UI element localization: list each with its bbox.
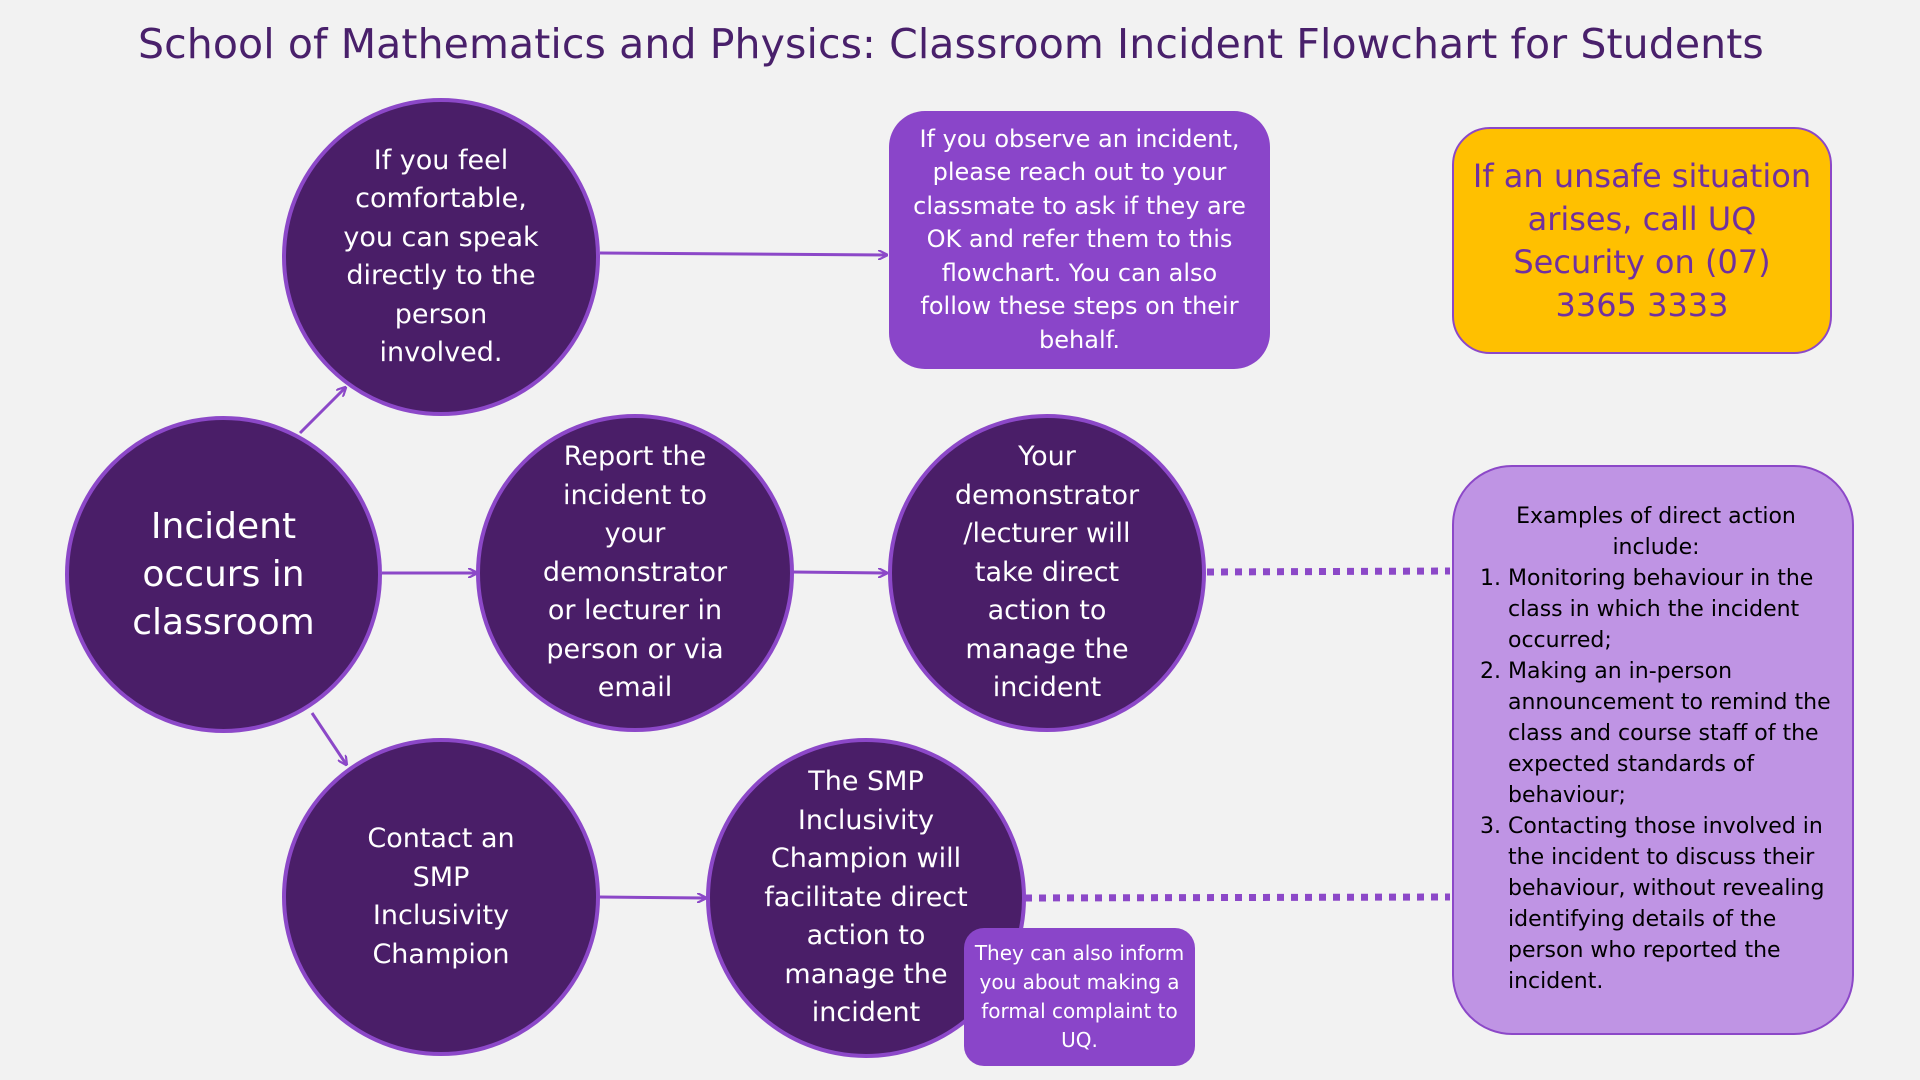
examples-heading: Examples of direct action include: bbox=[1516, 504, 1796, 560]
node-speak-directly-text: If you feel comfortable, you can speak d… bbox=[343, 144, 539, 369]
examples-list: Monitoring behaviour in the class in whi… bbox=[1480, 563, 1832, 997]
page-title: School of Mathematics and Physics: Class… bbox=[138, 20, 1764, 68]
observe-incident-text: If you observe an incident, please reach… bbox=[913, 124, 1246, 354]
dotted-demonstrator-to-examples bbox=[1206, 567, 1451, 576]
arrow-contact-to-champion bbox=[599, 897, 705, 898]
node-demonstrator-action: Your demonstrator /lecturer will take di… bbox=[888, 414, 1206, 732]
arrow-speak-to-observe bbox=[599, 253, 886, 255]
arrow-incident-to-speak bbox=[298, 388, 345, 435]
formal-complaint-box: They can also inform you about making a … bbox=[964, 928, 1195, 1066]
dotted-champion-to-examples bbox=[1024, 893, 1451, 902]
example-item: Monitoring behaviour in the class in whi… bbox=[1508, 563, 1832, 656]
observe-incident-box: If you observe an incident, please reach… bbox=[889, 111, 1270, 369]
uq-security-box: If an unsafe situation arises, call UQ S… bbox=[1452, 127, 1832, 354]
node-incident-occurs-text: Incident occurs in classroom bbox=[132, 505, 315, 643]
node-incident-occurs: Incident occurs in classroom bbox=[65, 416, 382, 733]
node-contact-champion: Contact an SMP Inclusivity Champion bbox=[282, 738, 600, 1056]
arrow-report-to-demonstrator bbox=[791, 572, 886, 573]
example-item: Contacting those involved in the inciden… bbox=[1508, 811, 1832, 997]
node-demonstrator-action-text: Your demonstrator /lecturer will take di… bbox=[954, 441, 1140, 704]
direct-action-examples-box: Examples of direct action include: Monit… bbox=[1452, 465, 1854, 1035]
node-report-incident-text: Report the incident to your demonstrator… bbox=[542, 441, 728, 704]
uq-security-text: If an unsafe situation arises, call UQ S… bbox=[1472, 156, 1812, 324]
node-report-incident: Report the incident to your demonstrator… bbox=[476, 414, 794, 732]
node-contact-champion-text: Contact an SMP Inclusivity Champion bbox=[367, 823, 515, 970]
formal-complaint-text: They can also inform you about making a … bbox=[974, 941, 1185, 1052]
arrow-incident-to-contact bbox=[310, 712, 346, 764]
node-champion-action-text: The SMP Inclusivity Champion will facili… bbox=[764, 766, 968, 1029]
example-item: Making an in-person announcement to remi… bbox=[1508, 656, 1832, 811]
node-speak-directly: If you feel comfortable, you can speak d… bbox=[282, 98, 600, 416]
